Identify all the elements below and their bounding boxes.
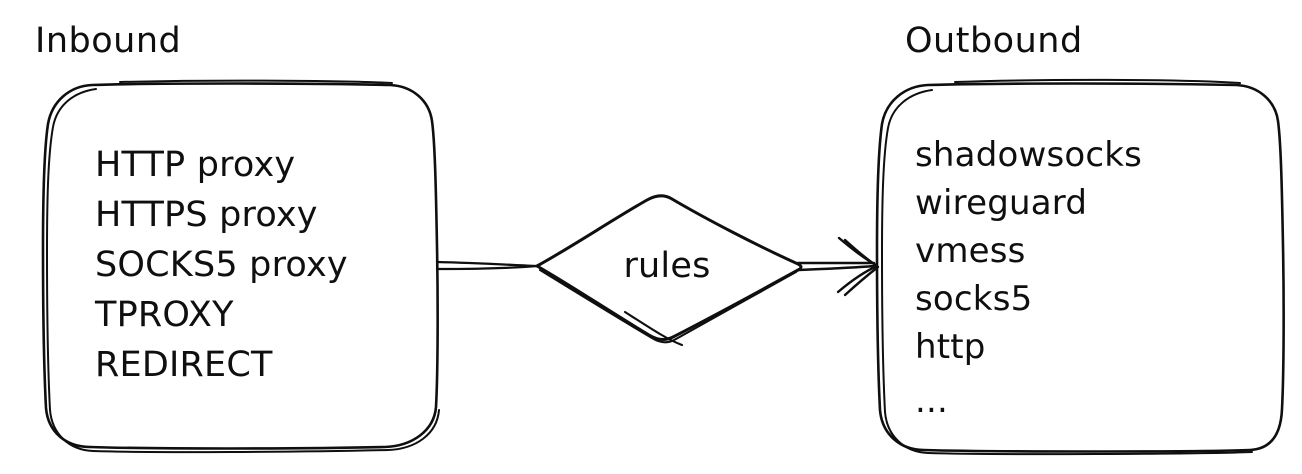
inbound-title: Inbound <box>35 21 181 61</box>
inbound-item-3: TPROXY <box>94 295 234 335</box>
arrow-rules-to-outbound <box>796 236 880 297</box>
inbound-box[interactable] <box>41 79 440 454</box>
rules-diamond[interactable] <box>535 194 803 347</box>
outbound-item-2: vmess <box>915 231 1026 271</box>
inbound-item-2: SOCKS5 proxy <box>95 245 348 285</box>
outbound-item-4: http <box>915 327 986 367</box>
inbound-item-4: REDIRECT <box>95 345 273 385</box>
outbound-item-1: wireguard <box>915 183 1087 223</box>
outbound-item-5: ... <box>915 381 948 421</box>
rules-label: rules <box>623 246 710 286</box>
connector-inbound-to-rules <box>435 260 539 271</box>
outbound-title: Outbound <box>905 21 1083 61</box>
outbound-item-0: shadowsocks <box>915 135 1142 175</box>
outbound-item-3: socks5 <box>915 279 1032 319</box>
inbound-item-1: HTTPS proxy <box>95 195 318 235</box>
outbound-box[interactable] <box>875 78 1285 456</box>
inbound-item-0: HTTP proxy <box>95 145 295 185</box>
